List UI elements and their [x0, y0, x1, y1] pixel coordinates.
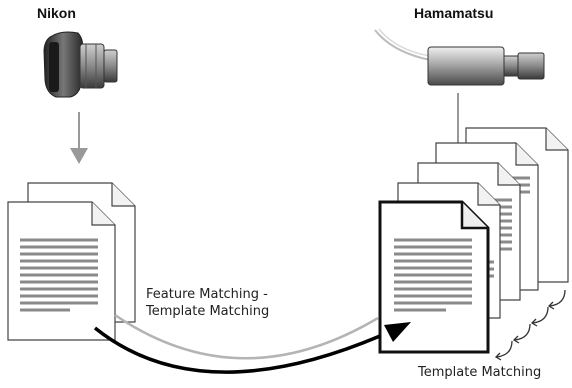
- nikon-down-arrow: [70, 112, 88, 164]
- feature-matching-label-line2: Template Matching: [146, 304, 270, 319]
- nikon-document-front: [7, 201, 116, 341]
- nikon-camera-icon: [43, 31, 118, 98]
- feature-matching-label: Feature Matching - Template Matching: [146, 286, 269, 320]
- template-matching-step-arrows: [494, 289, 566, 361]
- template-matching-label: Template Matching: [418, 365, 542, 380]
- feature-matching-arc-gray: [114, 313, 379, 360]
- device-label-nikon: Nikon: [37, 5, 76, 21]
- template-matching-arc-black: [93, 322, 411, 374]
- device-label-hamamatsu: Hamamatsu: [414, 5, 494, 21]
- hamamatsu-camera-icon: [374, 28, 545, 86]
- feature-matching-label-line1: Feature Matching -: [146, 287, 268, 302]
- hamamatsu-document-selected: [378, 200, 490, 354]
